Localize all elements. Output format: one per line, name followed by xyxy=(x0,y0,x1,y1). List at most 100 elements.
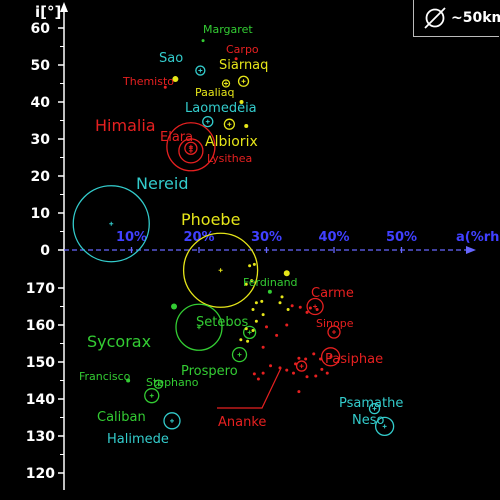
moon-laomedeia-center xyxy=(205,119,210,124)
y-tick-label: 20 xyxy=(31,169,51,185)
y-tick-label: 140 xyxy=(26,392,55,408)
moon-label-psamathe: Psamathe xyxy=(339,396,403,411)
moon-lysithea-circle xyxy=(184,141,198,155)
small-moon-dot xyxy=(325,371,329,375)
small-moon-dot xyxy=(320,367,324,371)
moon-label-phoebe: Phoebe xyxy=(181,210,240,229)
x-tick-label: 30% xyxy=(251,230,282,245)
x-axis-arrow xyxy=(466,246,476,254)
small-moon-dot xyxy=(250,279,254,283)
moon-label-margaret: Margaret xyxy=(203,23,253,36)
small-moon-dot xyxy=(252,262,256,266)
x-ticks: 10%20%30%40%50% xyxy=(116,230,417,253)
moon-phoebe-circle xyxy=(182,232,259,308)
y-tick-label: 120 xyxy=(26,466,55,482)
moon-caliban-circle xyxy=(144,388,160,404)
moon-prospero-center xyxy=(237,352,242,357)
small-moon-dot xyxy=(290,304,294,308)
legend-text: ~50km xyxy=(451,10,500,26)
y-tick-label: 150 xyxy=(26,355,55,371)
y-tick-label: 40 xyxy=(31,95,51,111)
moon-label-albiorix: Albiorix xyxy=(205,134,258,150)
small-moon-dot xyxy=(256,377,260,381)
small-moon-dot xyxy=(297,390,301,394)
y-tick-label: 60 xyxy=(31,21,51,37)
moon-carme-circle xyxy=(306,297,324,316)
x-tick-label: 10% xyxy=(116,230,147,245)
moon-stephano-center xyxy=(156,382,161,387)
moon-lysithea-center xyxy=(188,146,193,151)
moon-label-setebos: Setebos xyxy=(196,315,249,330)
small-moon-dot xyxy=(254,319,258,323)
moon-ferdinand-dot xyxy=(267,289,272,294)
small-moon-dot xyxy=(261,313,265,317)
moon-ananke-circle xyxy=(295,360,308,372)
ananke-pointer-line xyxy=(217,367,282,409)
moon-siarnaq-center xyxy=(241,79,246,84)
moon-labels-layer: MargaretSaoCarpoSiarnaqThemistoPaaliaqLa… xyxy=(79,23,403,447)
moon-label-carme: Carme xyxy=(311,286,354,301)
moon-neso-circle xyxy=(374,416,395,437)
moon-margaret-dot xyxy=(201,39,205,43)
moon-laomedeia-circle xyxy=(202,115,214,128)
moon-label-himalia: Himalia xyxy=(95,116,156,135)
small-moon-dot xyxy=(260,299,264,303)
moon-label-caliban: Caliban xyxy=(97,410,146,425)
small-moon-dot xyxy=(261,345,265,349)
moon-nereid-center xyxy=(109,221,114,226)
moon-carme-center xyxy=(313,304,318,309)
moon-psamathe-center xyxy=(372,406,377,411)
y-tick-label: 50 xyxy=(31,58,51,74)
moon-elara-circle xyxy=(178,138,204,164)
moon-setebos-circle xyxy=(242,325,257,340)
small-moon-dot xyxy=(305,375,309,379)
moon-albiorix-center xyxy=(227,122,232,127)
small-moon-dot xyxy=(285,323,289,327)
moon-sao-circle xyxy=(195,65,206,76)
moon-sinope-center xyxy=(332,330,336,335)
moon-neso-center xyxy=(382,424,387,429)
moon-caliban-center xyxy=(149,393,154,398)
small-moon-dot xyxy=(172,76,179,83)
y-axis-arrow xyxy=(60,2,68,12)
moon-label-sinope: Sinope xyxy=(316,317,354,330)
small-moon-dot xyxy=(275,333,279,337)
small-moon-dot xyxy=(292,371,295,375)
x-tick-label: 40% xyxy=(318,230,349,245)
moon-sinope-circle xyxy=(327,325,341,339)
moon-label-siarnaq: Siarnaq xyxy=(219,58,268,73)
small-moon-dot xyxy=(314,374,318,378)
moon-label-sycorax: Sycorax xyxy=(87,332,151,351)
small-moon-dot xyxy=(171,303,178,310)
moon-pasiphae-circle xyxy=(320,347,341,367)
small-moon-dot xyxy=(239,338,243,342)
moon-label-sao: Sao xyxy=(159,51,183,66)
small-moon-dot xyxy=(280,295,284,299)
small-moon-dot xyxy=(297,356,301,360)
small-moon-dot xyxy=(286,307,290,311)
moon-label-themisto: Themisto xyxy=(122,75,174,88)
small-moon-dot xyxy=(244,124,249,129)
small-moon-dot xyxy=(285,368,289,372)
x-tick-label: 20% xyxy=(183,230,214,245)
moon-carpo-dot xyxy=(234,57,238,61)
small-moon-dot xyxy=(305,310,309,314)
small-moon-dot xyxy=(244,327,248,331)
small-moon-dot xyxy=(283,270,290,277)
y-tick-label: 10 xyxy=(31,206,51,222)
small-moon-dot xyxy=(261,371,265,375)
small-moon-dot xyxy=(294,362,298,366)
y-tick-label: 130 xyxy=(26,429,55,445)
moon-nereid-circle xyxy=(72,185,150,263)
small-moon-dot xyxy=(252,372,256,376)
small-moon-dot xyxy=(251,329,255,333)
small-moon-dot xyxy=(315,307,319,311)
moon-label-paaliaq: Paaliaq xyxy=(195,86,234,99)
moon-himalia-circle xyxy=(166,122,216,172)
moon-label-nereid: Nereid xyxy=(136,174,188,193)
small-moon-dot xyxy=(251,307,255,311)
small-moon-dot xyxy=(244,282,248,286)
